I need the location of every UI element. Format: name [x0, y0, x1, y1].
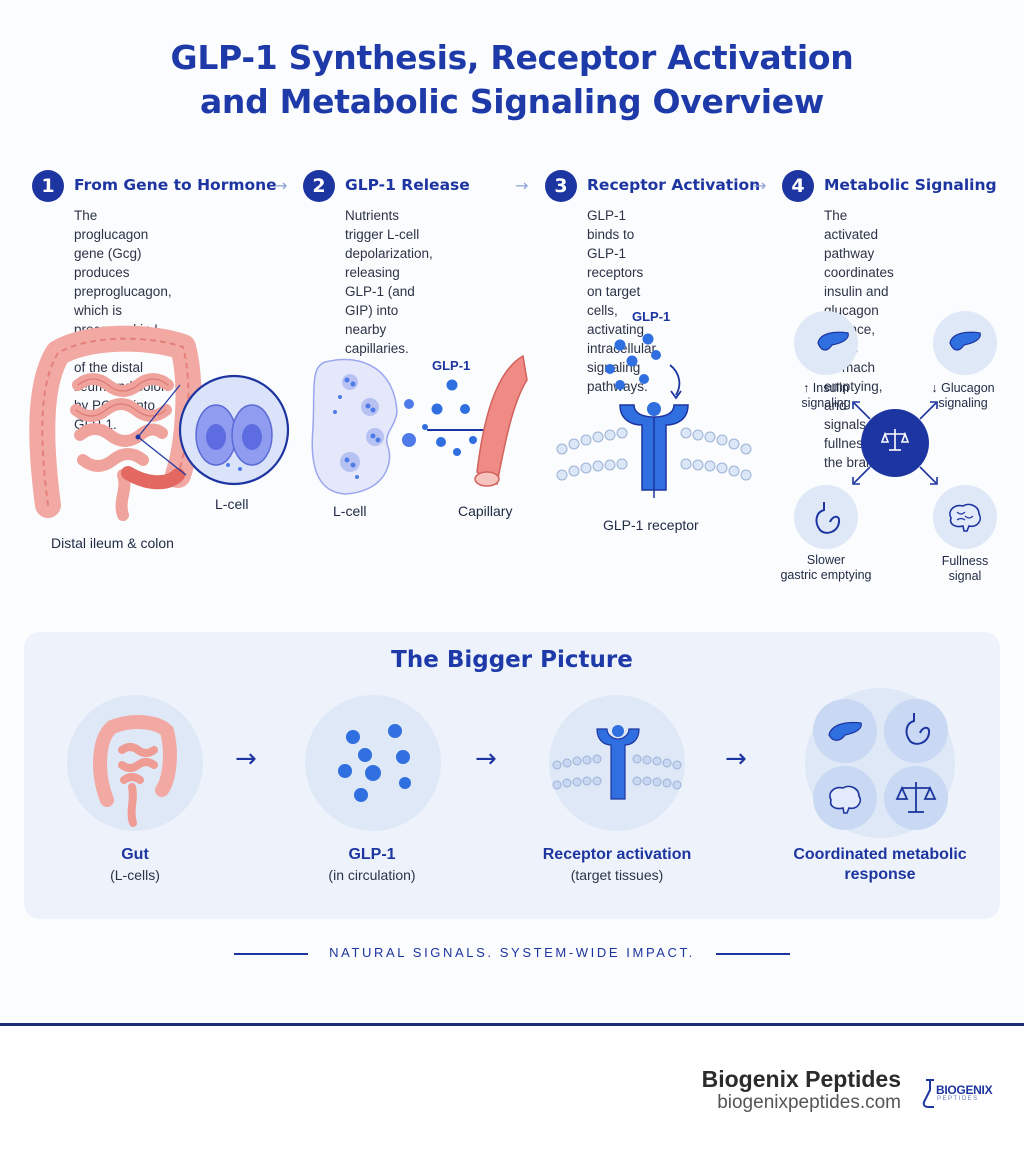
desc-line: GLP-1 (and GIP) into: [345, 284, 415, 318]
desc-line: The activated pathway: [824, 208, 879, 261]
l-cell-label: L-cell: [333, 503, 367, 519]
step-title: Metabolic Signaling: [824, 176, 997, 194]
caption-title: Receptor activation: [542, 846, 692, 863]
gut-circle: [67, 695, 203, 831]
label-line: ↑ Insulin: [803, 381, 849, 395]
balance-scale-icon: [895, 782, 937, 813]
response-caption: Coordinated metabolic response: [770, 845, 990, 885]
receptor-illustration: [556, 333, 752, 498]
glp1-label: GLP-1: [432, 358, 471, 373]
step-arrow: →: [515, 176, 529, 195]
glp1-molecules-icon: [338, 724, 411, 802]
desc-line: GLP-1 binds to GLP-1: [587, 208, 635, 261]
flow-arrow: →: [725, 744, 747, 774]
gut-label: Distal ileum & colon: [51, 535, 174, 551]
step-number: 3: [545, 170, 577, 202]
step-arrow: →: [274, 176, 288, 195]
desc-line: nearby capillaries.: [345, 322, 409, 356]
stomach-icon: [905, 713, 931, 745]
tagline-rule-right: [716, 953, 790, 955]
flow-arrow: →: [475, 744, 497, 774]
caption-sub: (in circulation): [328, 867, 416, 883]
pancreas-bubble: [813, 699, 877, 763]
receptor-circle: [549, 695, 685, 831]
stomach-icon: [812, 500, 842, 540]
receptor-icon: [552, 725, 682, 800]
gut-caption: Gut (L-cells): [25, 845, 245, 885]
step-number: 4: [782, 170, 814, 202]
pancreas-icon: [946, 327, 984, 359]
footer: [0, 1026, 1024, 1154]
caption-sub: (target tissues): [570, 867, 664, 883]
receptor-caption: Receptor activation (target tissues): [507, 845, 727, 885]
desc-line: depolarization, releasing: [345, 246, 433, 280]
brand-url: biogenixpeptides.com: [717, 1092, 901, 1113]
footer-divider: [0, 1023, 1024, 1026]
page-title: GLP-1 Synthesis, Receptor Activation and…: [0, 36, 1024, 124]
desc-line: Nutrients trigger L-cell: [345, 208, 420, 242]
flow-arrow: →: [235, 744, 257, 774]
step-title: From Gene to Hormone: [74, 176, 277, 194]
title-line-2: and Metabolic Signaling Overview: [199, 82, 825, 121]
stomach-bubble: [884, 699, 948, 763]
caption-title: Coordinated metabolic: [793, 846, 967, 863]
step-description: Nutrients trigger L-cell depolarization,…: [345, 206, 433, 358]
scale-bubble: [884, 766, 948, 830]
tagline: NATURAL SIGNALS. SYSTEM-WIDE IMPACT.: [329, 945, 695, 960]
glp1-caption: GLP-1 (in circulation): [262, 845, 482, 885]
label-line: Fullness: [941, 554, 989, 568]
glucagon-label: ↓ Glucagon signaling: [898, 381, 1024, 411]
glp1-label: GLP-1: [632, 309, 671, 324]
label-line: ↓ Glucagon: [931, 381, 995, 395]
logo-mark-icon: [922, 1079, 934, 1108]
brand-logo: BIOGENIX PEPTIDES: [920, 1074, 1004, 1110]
brain-icon: [829, 785, 862, 814]
label-line: signal: [948, 569, 982, 583]
insulin-label: ↑ Insulin signaling: [761, 381, 891, 411]
brain-icon: [945, 502, 983, 536]
tagline-rule-left: [234, 953, 308, 955]
release-illustration: [311, 354, 528, 495]
label-line: Slower: [806, 553, 846, 567]
step-number: 1: [32, 170, 64, 202]
caption-sub: (L-cells): [110, 867, 160, 883]
fullness-label: Fullness signal: [900, 554, 1024, 584]
label-line: signaling: [801, 396, 851, 410]
caption-title: Gut: [121, 846, 149, 863]
l-cell-label: L-cell: [215, 496, 249, 512]
desc-line: The proglucagon gene (Gcg): [74, 208, 149, 261]
desc-line: receptors on target cells,: [587, 265, 644, 318]
gastric-label: Slower gastric emptying: [761, 553, 891, 583]
glp1-circle: [305, 695, 441, 831]
pancreas-icon: [814, 327, 852, 359]
logo-subtext: PEPTIDES: [937, 1096, 979, 1102]
logo-text: BIOGENIX: [936, 1083, 993, 1097]
desc-line: coordinates insulin and: [824, 265, 894, 299]
step-title: Receptor Activation: [587, 176, 761, 194]
balance-scale-icon: [880, 425, 910, 459]
caption-title: GLP-1: [348, 846, 396, 863]
step-title: GLP-1 Release: [345, 176, 470, 194]
intestine-icon: [93, 715, 177, 827]
label-line: signaling: [938, 396, 988, 410]
caption-title: response: [844, 866, 916, 883]
pancreas-icon: [828, 721, 862, 741]
label-line: gastric emptying: [780, 568, 872, 582]
step-arrow: →: [753, 176, 767, 195]
step-number: 2: [303, 170, 335, 202]
capillary-label: Capillary: [458, 503, 513, 519]
bigger-picture-title: The Bigger Picture: [391, 647, 633, 673]
receptor-label: GLP-1 receptor: [603, 517, 699, 533]
intestine-illustration: [29, 325, 290, 521]
brain-bubble: [813, 766, 877, 830]
brand-name: Biogenix Peptides: [701, 1066, 901, 1092]
desc-line: produces preproglucagon,: [74, 265, 172, 299]
title-line-1: GLP-1 Synthesis, Receptor Activation: [170, 38, 854, 77]
